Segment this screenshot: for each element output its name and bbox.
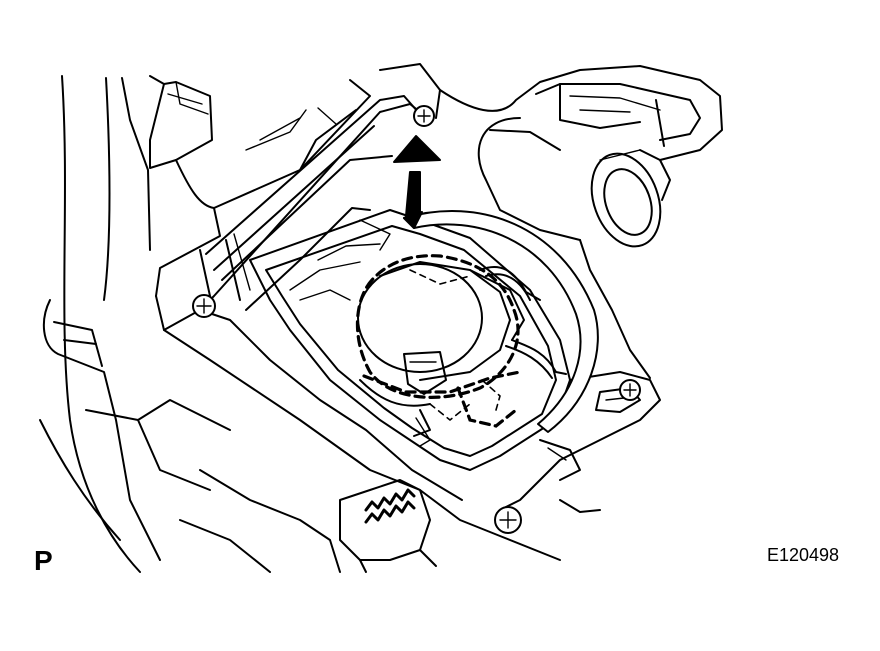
socket-wires (479, 265, 567, 379)
gear-connector (339, 479, 437, 573)
housing-opening (249, 209, 571, 471)
rotation-arrow-icon (393, 135, 599, 433)
bulb-socket (357, 261, 525, 437)
view-label: P (34, 545, 53, 576)
lower-right-bracket (499, 371, 661, 513)
screw-left-icon (192, 294, 216, 318)
body-panel-left (39, 75, 341, 573)
mounting-bracket (155, 95, 561, 561)
screw-right-icon (619, 379, 641, 401)
headlamp-housing-right (439, 65, 723, 379)
screw-top-icon (413, 105, 435, 127)
upper-panel (155, 63, 441, 297)
figure-code: E120498 (767, 545, 840, 565)
screw-bottom-icon (494, 506, 522, 534)
bulb-socket-hidden (355, 254, 522, 428)
